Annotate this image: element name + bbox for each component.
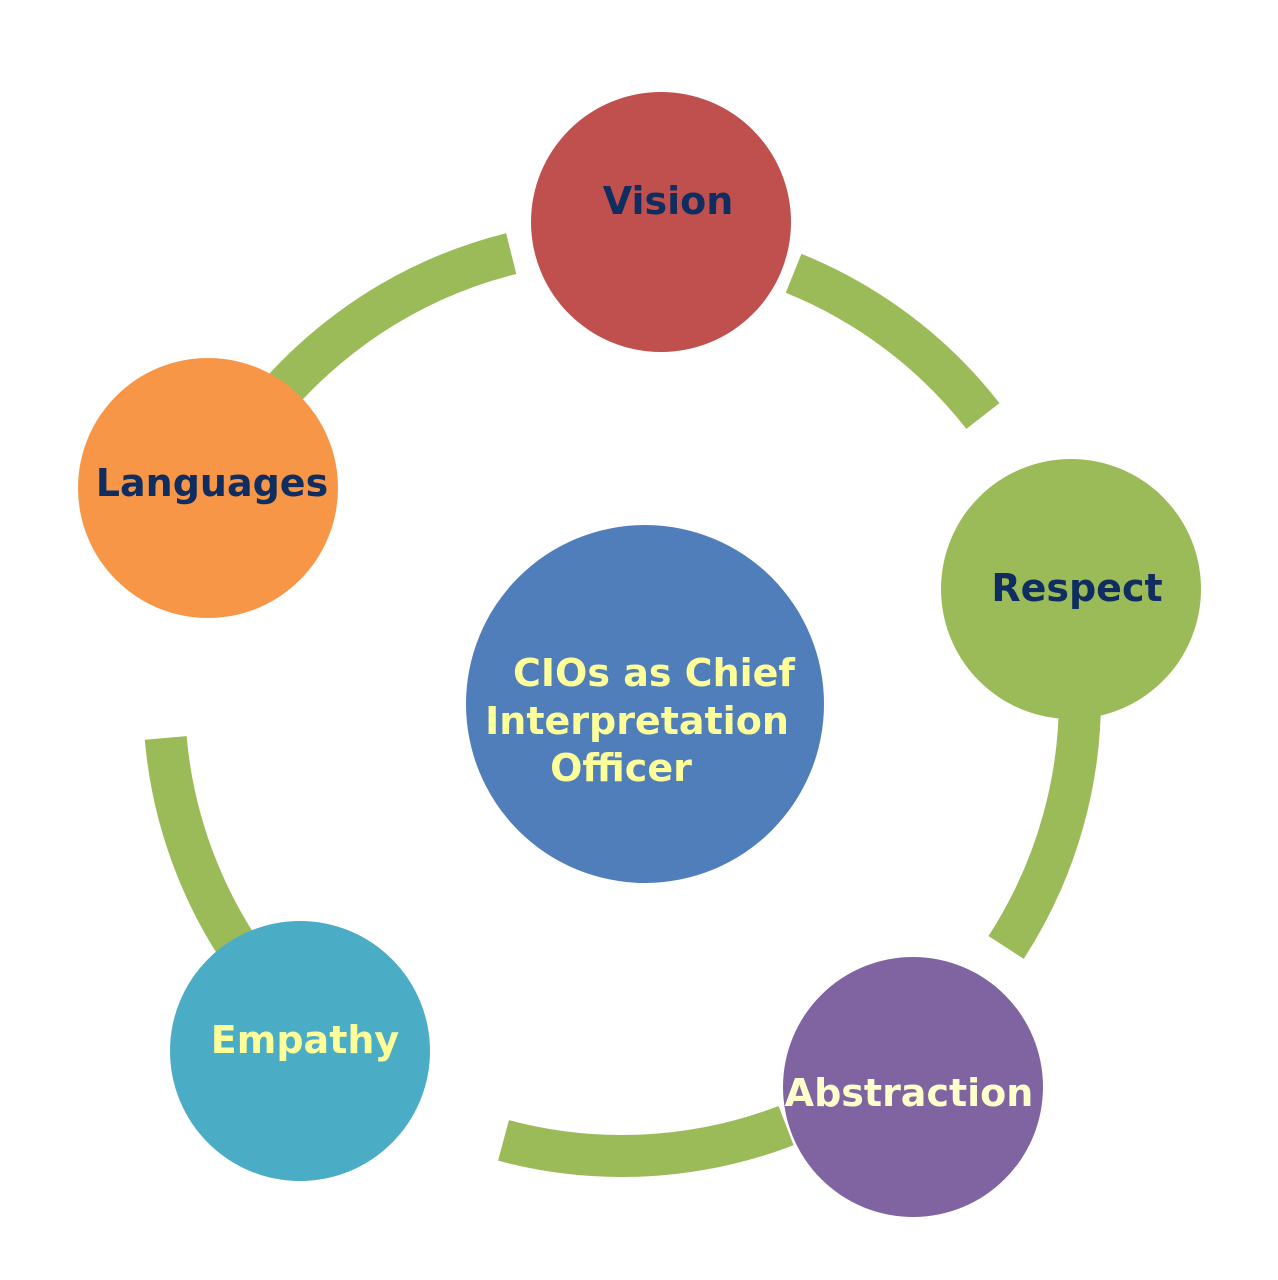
center-label-line-1: CIOs as Chief [513, 651, 795, 695]
node-abstraction-circle [783, 957, 1043, 1217]
node-languages-label: Languages [96, 461, 328, 505]
connector-abstraction-empathy [498, 1105, 794, 1177]
node-vision: Vision [531, 92, 791, 352]
node-respect-circle [941, 459, 1201, 719]
node-respect: Respect [941, 459, 1201, 719]
node-abstraction: Abstraction [783, 957, 1043, 1217]
center-label-line-2: Interpretation [485, 699, 789, 743]
node-vision-label: Vision [603, 179, 734, 223]
connector-respect-abstraction [988, 681, 1101, 959]
node-empathy: Empathy [170, 921, 430, 1181]
node-abstraction-label: Abstraction [785, 1071, 1034, 1115]
node-languages-circle [78, 358, 338, 618]
node-empathy-circle [170, 921, 430, 1181]
node-languages: Languages [78, 358, 338, 618]
center-node: CIOs as Chief Interpretation Officer [466, 525, 824, 883]
connector-vision-respect [785, 253, 1000, 430]
center-label-line-3: Officer [550, 746, 692, 790]
node-vision-circle [531, 92, 791, 352]
node-respect-label: Respect [991, 566, 1162, 610]
center-circle [466, 525, 824, 883]
node-empathy-label: Empathy [211, 1018, 400, 1062]
